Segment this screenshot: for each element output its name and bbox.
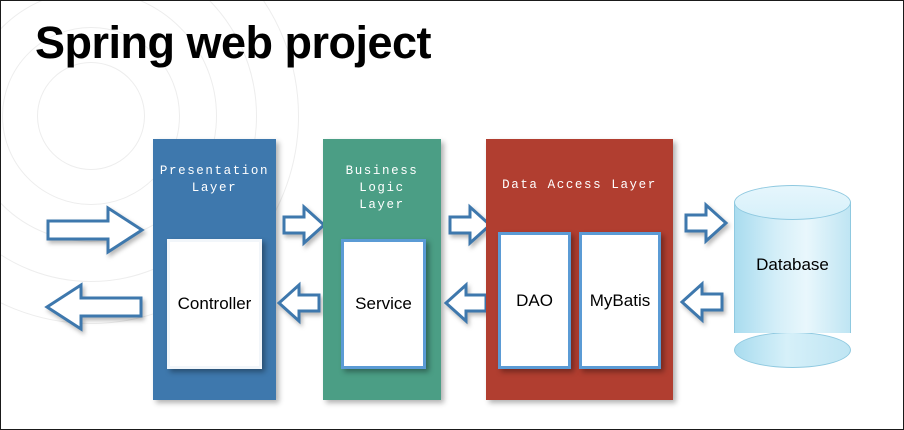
- layer-presentation-label: Presentation Layer: [159, 164, 270, 195]
- database-label: Database: [756, 255, 829, 274]
- arrow-data-to-database: [684, 201, 729, 245]
- layer-business-logic-label: Business Logic Layer: [345, 164, 419, 212]
- layer-data-access-label: Data Access Layer: [502, 178, 657, 192]
- component-service[interactable]: Service: [341, 239, 426, 369]
- database-bottom-ellipse: [734, 332, 851, 368]
- arrow-business-to-presentation: [276, 281, 321, 325]
- arrow-database-to-data: [679, 280, 724, 324]
- component-mybatis[interactable]: MyBatis: [579, 232, 661, 369]
- component-dao[interactable]: DAO: [498, 232, 571, 369]
- component-controller[interactable]: Controller: [167, 239, 262, 369]
- arrow-response-out: [43, 282, 143, 332]
- arrow-request-in: [46, 205, 146, 255]
- database-cylinder[interactable]: Database: [734, 185, 851, 368]
- arrow-presentation-to-business: [282, 203, 327, 247]
- database-body: [734, 202, 851, 333]
- database-top-ellipse: [734, 185, 851, 220]
- ring-icon: [37, 62, 145, 170]
- slide-title: Spring web project: [35, 17, 432, 68]
- arrow-data-to-business: [443, 281, 488, 325]
- arrow-business-to-data: [448, 203, 493, 247]
